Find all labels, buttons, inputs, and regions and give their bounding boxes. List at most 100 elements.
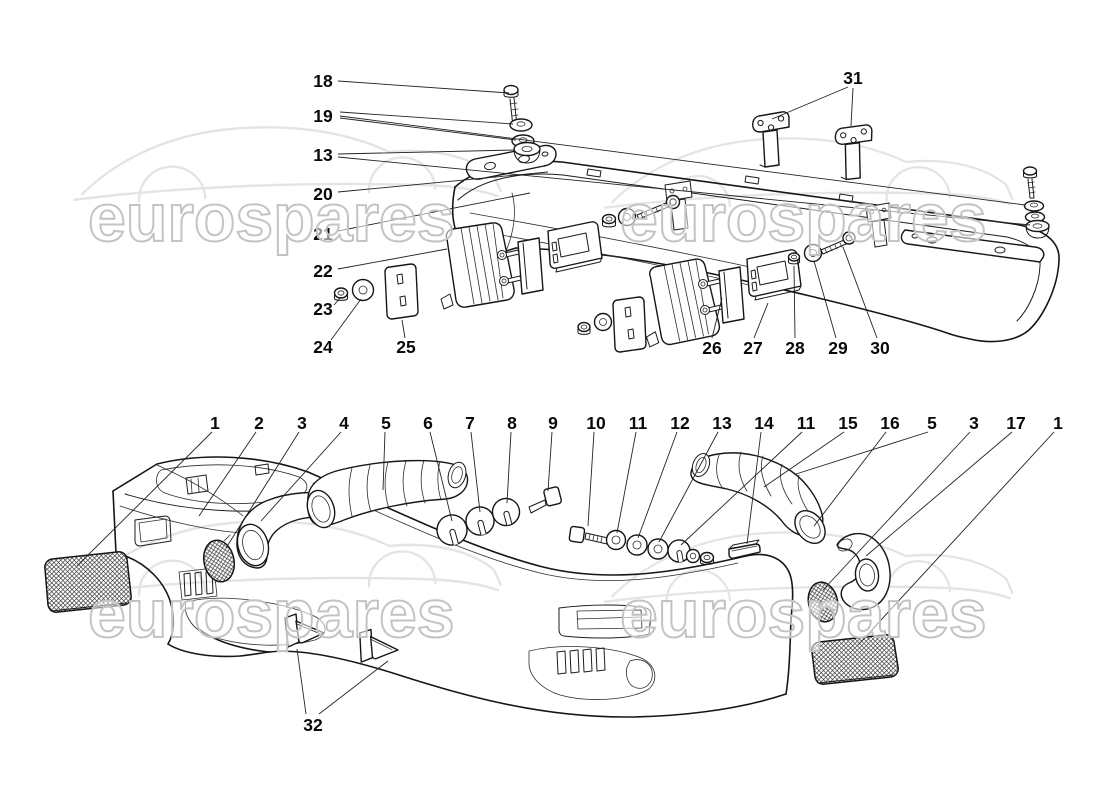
leader-line-front-9 xyxy=(547,431,553,492)
leader-line-front-16 xyxy=(813,431,887,527)
callout-rear-23-6: 23 xyxy=(313,299,333,319)
callout-rear-13-2: 13 xyxy=(313,145,333,165)
leader-line-rear-23 xyxy=(333,296,342,306)
callout-front-1-0: 1 xyxy=(210,413,220,433)
watermark-text: eurospares xyxy=(88,180,455,256)
leader-line-rear-25 xyxy=(401,319,406,339)
leader-line-front-7 xyxy=(470,431,481,513)
callout-front-6-5: 6 xyxy=(423,413,433,433)
slotted-grommet-6 xyxy=(436,514,468,546)
callout-front-12-11: 12 xyxy=(670,413,690,433)
rear-bumper-drawing xyxy=(333,84,1060,353)
bolt-10 xyxy=(568,525,609,545)
plate-b xyxy=(612,296,647,353)
rear-end-rail xyxy=(900,229,1045,263)
callout-front-15-15: 15 xyxy=(838,413,858,433)
leader-line-rear-13 xyxy=(337,156,1031,226)
rear-t-brackets-31 xyxy=(752,111,873,181)
callout-front-32-21: 32 xyxy=(303,715,323,735)
big-bracket-1 xyxy=(547,221,603,273)
callout-front-4-3: 4 xyxy=(339,413,349,433)
callout-front-13-12: 13 xyxy=(712,413,732,433)
leader-line-rear-29 xyxy=(813,260,837,339)
callout-rear-18-0: 18 xyxy=(313,71,333,91)
leader-line-rear-18 xyxy=(337,80,510,94)
leader-line-front-5 xyxy=(795,431,929,475)
callout-rear-25-8: 25 xyxy=(396,337,416,357)
oval-lamp-right xyxy=(807,581,839,623)
leader-line-rear-13 xyxy=(337,149,516,155)
leader-line-rear-27 xyxy=(753,302,769,339)
front-bumper-drawing xyxy=(44,451,899,718)
screw-30 xyxy=(820,231,856,255)
callout-front-10-9: 10 xyxy=(586,413,606,433)
callout-front-7-6: 7 xyxy=(465,413,475,433)
washer-a xyxy=(617,207,637,227)
slotted-grommet-8 xyxy=(491,497,521,527)
callout-front-3-2: 3 xyxy=(297,413,307,433)
rear-hardware-middle-set xyxy=(577,202,892,353)
leader-line-rear-22 xyxy=(337,248,448,270)
callout-front-5-4: 5 xyxy=(381,413,391,433)
leader-line-front-14 xyxy=(746,431,762,545)
callout-rear-26-10: 26 xyxy=(702,338,722,358)
leader-line-rear-26 xyxy=(711,297,723,339)
long-screw-a xyxy=(636,194,681,220)
callout-rear-27-11: 27 xyxy=(743,338,762,358)
nut-b xyxy=(577,321,591,335)
leader-line-front-1 xyxy=(76,431,213,567)
leader-line-front-32 xyxy=(296,648,307,715)
bolt-9 xyxy=(528,486,563,514)
oval-lamp-left xyxy=(202,534,236,583)
callout-front-11-10: 11 xyxy=(629,413,648,433)
leader-line-front-32 xyxy=(318,660,389,715)
callout-rear-22-5: 22 xyxy=(313,261,333,281)
callout-rear-24-7: 24 xyxy=(313,337,333,357)
side-marker-left xyxy=(44,551,132,613)
callout-rear-21-4: 21 xyxy=(313,224,333,244)
callout-front-2-1: 2 xyxy=(254,413,264,433)
callout-front-11-14: 11 xyxy=(797,413,816,433)
leader-line-front-6 xyxy=(429,431,453,522)
leader-line-front-5 xyxy=(382,431,386,491)
nut-a xyxy=(601,213,617,228)
leader-line-front-1 xyxy=(857,431,1055,646)
callout-front-14-13: 14 xyxy=(754,413,774,433)
washer-11 xyxy=(605,529,627,551)
callout-front-3-18: 3 xyxy=(969,413,979,433)
washer-12 xyxy=(626,534,648,556)
nut-28 xyxy=(787,252,801,265)
washer-b xyxy=(593,312,613,332)
leader-line-rear-30 xyxy=(842,246,878,339)
rear-hardware-left-set xyxy=(333,180,693,320)
leader-line-rear-20 xyxy=(337,171,549,193)
nut-23 xyxy=(333,287,349,301)
leader-line-front-2 xyxy=(198,431,257,517)
corrugated-duct-15-16 xyxy=(690,451,826,544)
callout-rear-29-13: 29 xyxy=(828,338,848,358)
leader-line-front-13 xyxy=(658,431,719,543)
leader-line-front-3 xyxy=(822,431,971,591)
t-bracket-on-bumper-2 xyxy=(865,202,892,248)
corrugated-duct-5 xyxy=(306,459,469,529)
watermark-text: eurospares xyxy=(620,180,987,256)
plate-25 xyxy=(384,263,419,320)
callout-rear-31-9: 31 xyxy=(843,68,863,88)
bellows-block-2 xyxy=(643,257,721,348)
hook-duct-17 xyxy=(836,532,891,611)
callout-front-8-7: 8 xyxy=(507,413,517,433)
leader-line-rear-24 xyxy=(330,298,362,341)
watermark-text-layer: eurospares eurospares eurospares eurospa… xyxy=(87,179,988,653)
callout-rear-28-12: 28 xyxy=(785,338,805,358)
callout-front-5-17: 5 xyxy=(927,413,937,433)
watermark-text: eurospares xyxy=(88,576,455,652)
leader-line-rear-31 xyxy=(771,86,849,120)
leader-line-front-10 xyxy=(587,431,595,527)
leader-line-rear-19 xyxy=(339,115,1026,206)
leader-line-rear-19 xyxy=(339,117,517,141)
callout-front-16-16: 16 xyxy=(880,413,900,433)
slotted-grommet-11b xyxy=(667,539,691,563)
